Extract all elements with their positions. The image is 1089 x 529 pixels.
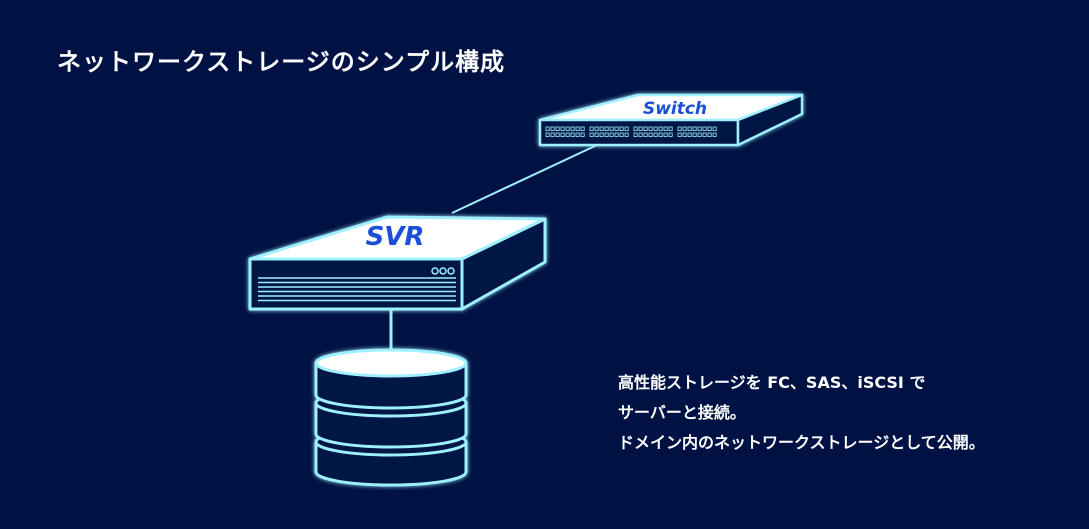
switch-port [648, 126, 653, 131]
switch-port [638, 132, 643, 137]
switch-port [550, 126, 555, 131]
switch-port [668, 132, 673, 137]
switch-port [692, 126, 697, 131]
switch-port [624, 132, 629, 137]
switch-port [580, 126, 585, 131]
switch-port [575, 132, 580, 137]
switch-port [609, 132, 614, 137]
server-indicator-lights [431, 267, 455, 275]
switch-port [599, 132, 604, 137]
storage-database-icon [314, 348, 468, 487]
switch-port [560, 126, 565, 131]
switch-port [643, 132, 648, 137]
switch-port [658, 126, 663, 131]
description-line: サーバーと接続。 [618, 403, 746, 422]
server-vents [258, 277, 456, 302]
switch-port [648, 132, 653, 137]
switch-port [575, 126, 580, 131]
switch-port [550, 132, 555, 137]
switch-port [570, 132, 575, 137]
switch-port [653, 126, 658, 131]
switch-port [633, 132, 638, 137]
switch-port [663, 132, 668, 137]
switch-port [712, 132, 717, 137]
switch-port [589, 132, 594, 137]
switch-port [677, 132, 682, 137]
switch-icon [538, 93, 804, 147]
switch-port [653, 132, 658, 137]
switch-port [604, 126, 609, 131]
switch-server-link [451, 137, 613, 214]
page-title: ネットワークストレージのシンプル構成 [57, 48, 506, 76]
switch-port [677, 126, 682, 131]
switch-ports [545, 126, 717, 137]
switch-port [707, 132, 712, 137]
server-label: SVR [366, 222, 425, 252]
switch-port [633, 126, 638, 131]
switch-port [580, 132, 585, 137]
switch-port [682, 132, 687, 137]
switch-port [545, 132, 550, 137]
switch-port [619, 132, 624, 137]
switch-port [712, 126, 717, 131]
switch-port [594, 132, 599, 137]
switch-label: Switch [643, 99, 707, 119]
switch-port [668, 126, 673, 131]
switch-port [594, 126, 599, 131]
switch-port [697, 132, 702, 137]
switch-port [638, 126, 643, 131]
switch-port [545, 126, 550, 131]
switch-port [702, 132, 707, 137]
switch-port [565, 126, 570, 131]
switch-port [609, 126, 614, 131]
switch-port [687, 126, 692, 131]
switch-port [624, 126, 629, 131]
switch-port [589, 126, 594, 131]
switch-port [599, 126, 604, 131]
switch-port [604, 132, 609, 137]
switch-port [658, 132, 663, 137]
description: 高性能ストレージを FC、SAS、iSCSI で サーバーと接続。 ドメイン内の… [618, 368, 985, 458]
switch-port [707, 126, 712, 131]
switch-port [614, 132, 619, 137]
switch-port [687, 132, 692, 137]
switch-port [565, 132, 570, 137]
description-line: ドメイン内のネットワークストレージとして公開。 [618, 433, 985, 452]
switch-port [555, 132, 560, 137]
switch-port [555, 126, 560, 131]
switch-port [697, 126, 702, 131]
switch-port [614, 126, 619, 131]
switch-port [570, 126, 575, 131]
description-line: 高性能ストレージを FC、SAS、iSCSI で [618, 373, 926, 392]
switch-port [560, 132, 565, 137]
switch-port [682, 126, 687, 131]
switch-port [663, 126, 668, 131]
switch-port [702, 126, 707, 131]
switch-port [643, 126, 648, 131]
switch-port [619, 126, 624, 131]
switch-port [692, 132, 697, 137]
